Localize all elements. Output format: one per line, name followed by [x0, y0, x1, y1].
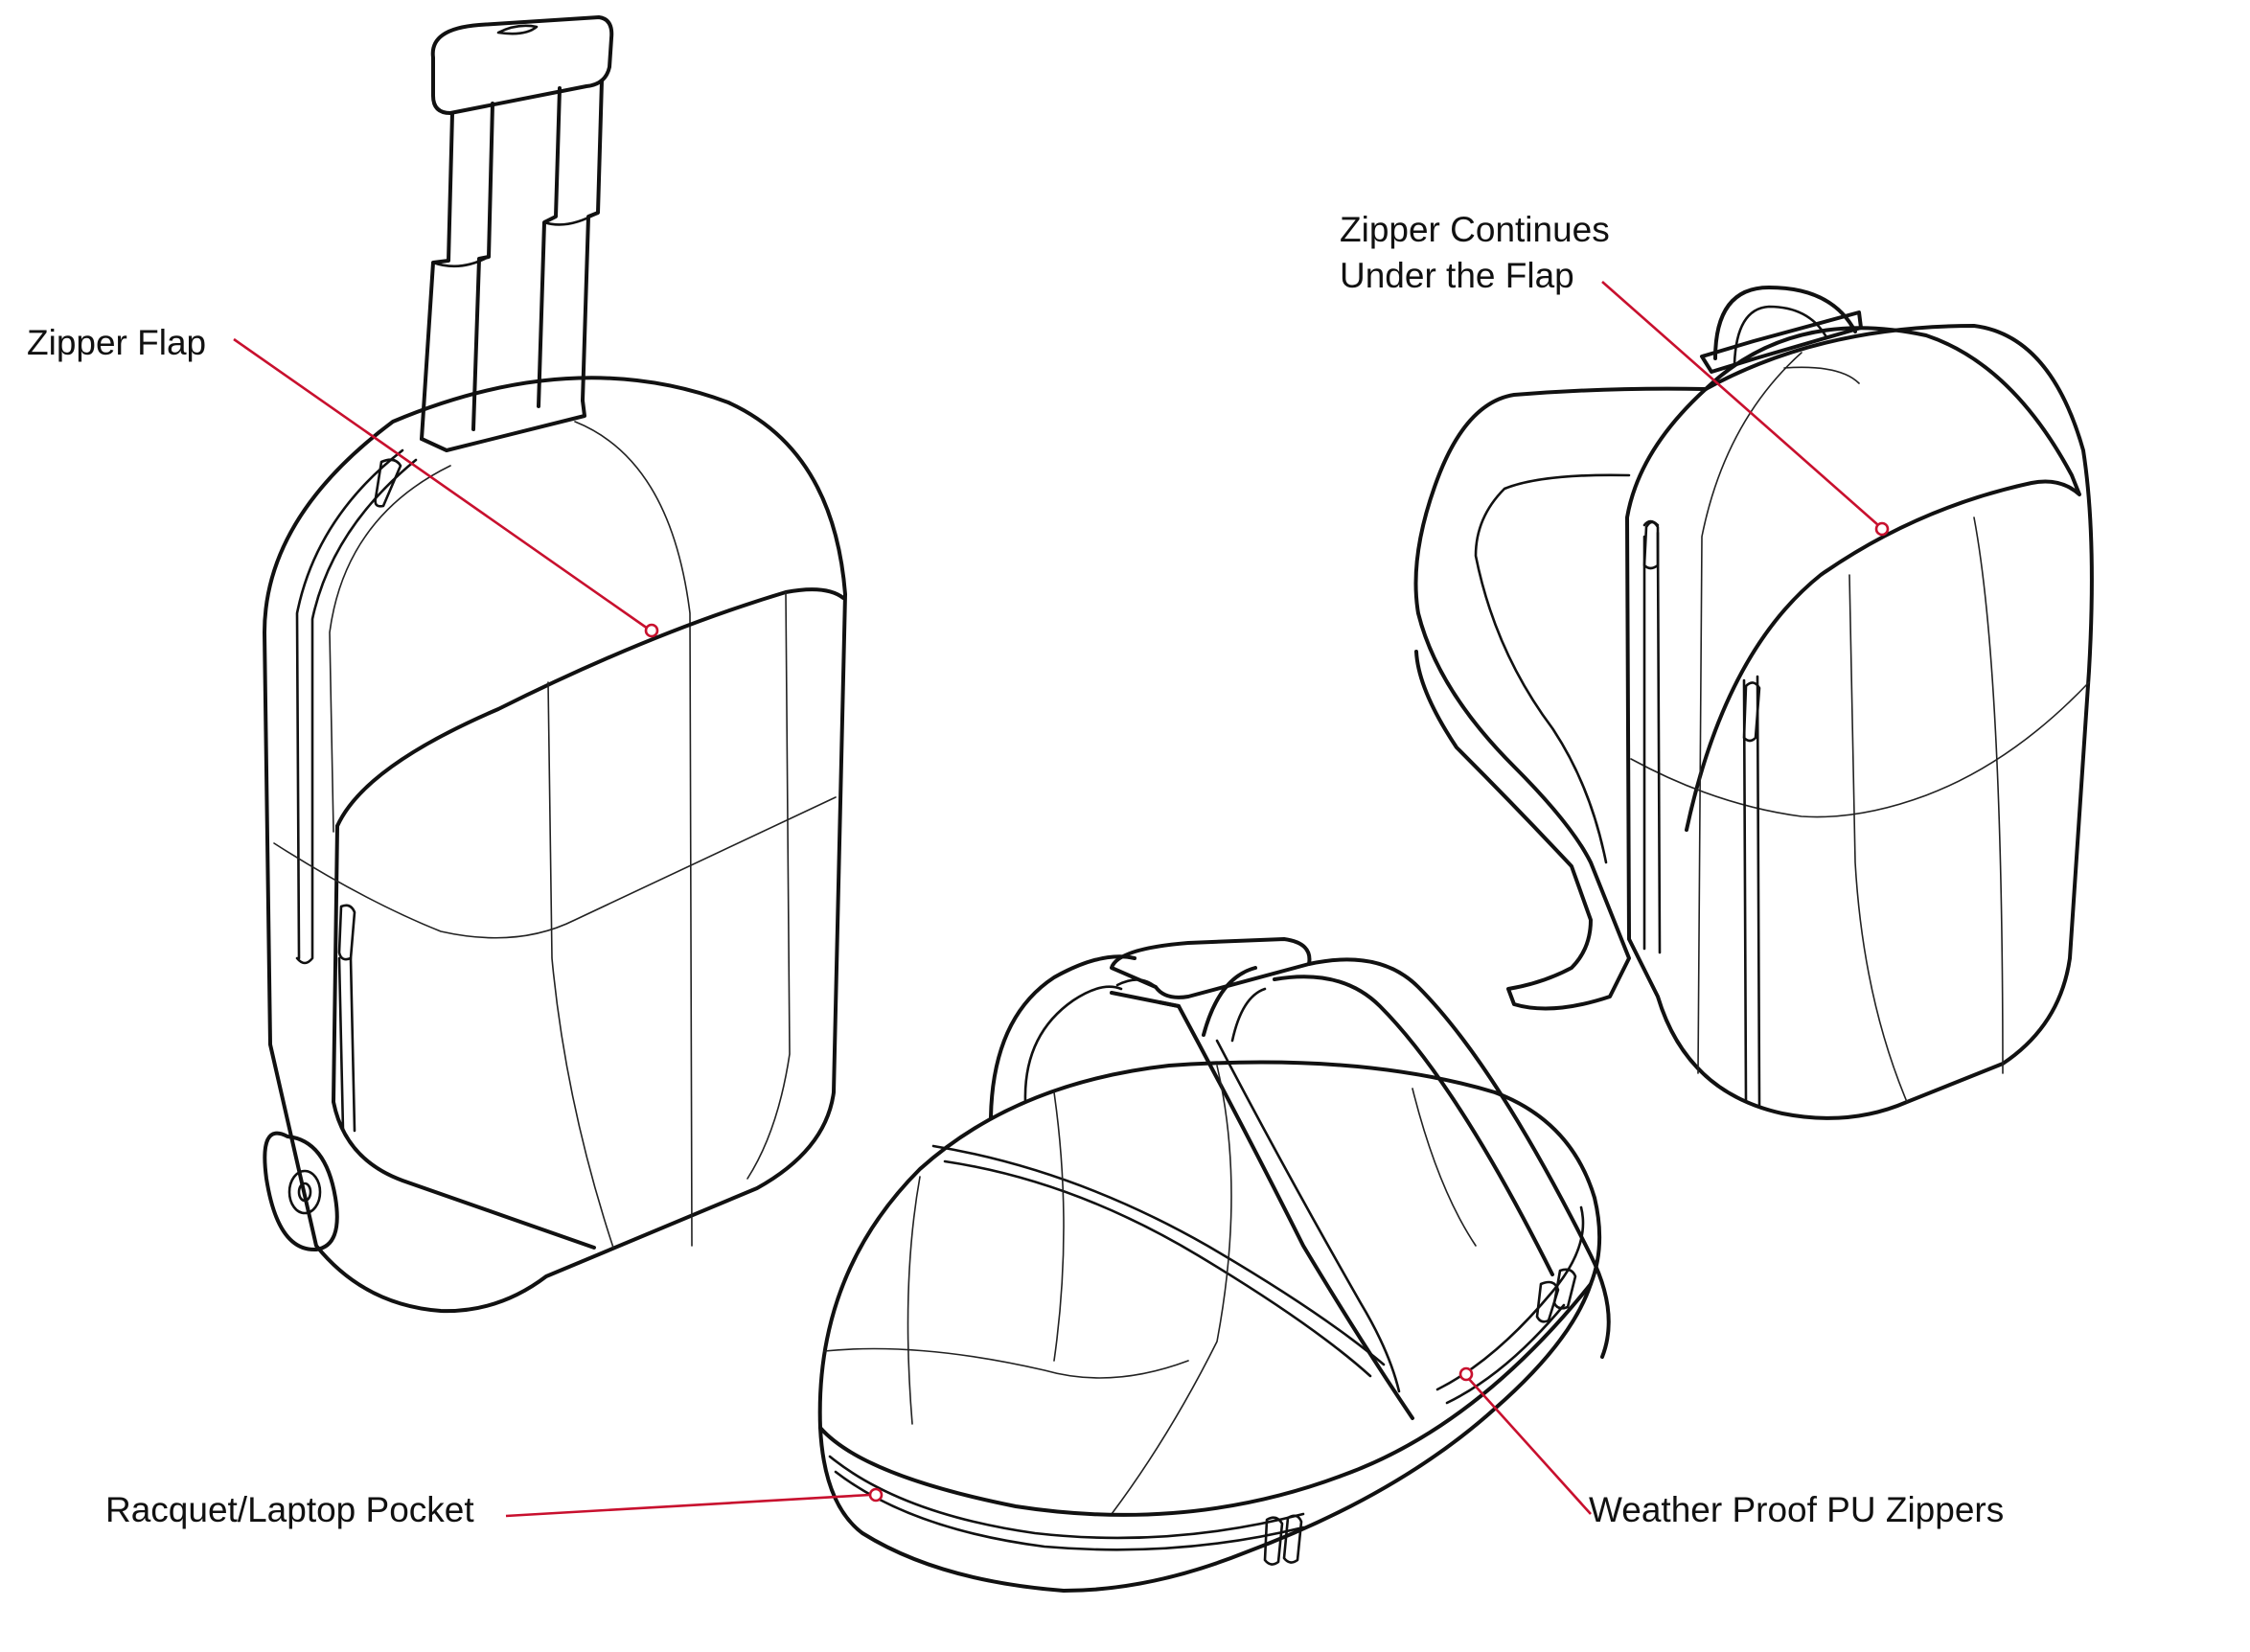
racquet-pocket-leader	[505, 1493, 871, 1518]
duffel-shell	[817, 1060, 1602, 1593]
suitcase-handle	[420, 15, 614, 452]
racquet-pocket-label: Racquet/Laptop Pocket	[105, 1490, 474, 1529]
weather-zippers-leader	[1467, 1377, 1592, 1515]
zipper-continues-marker	[1874, 521, 1890, 537]
duffel-bag-icon	[817, 937, 1611, 1593]
racquet-pocket-marker	[868, 1487, 884, 1503]
callout-racquet-pocket: Racquet/Laptop Pocket	[105, 1487, 884, 1529]
zipper-flap-label: Zipper Flap	[27, 323, 206, 362]
zipper-continues-label-line2: Under the Flap	[1340, 256, 1574, 295]
suitcase-wheel	[263, 1131, 339, 1252]
suitcase-shell	[263, 376, 847, 1314]
zipper-continues-label-line1: Zipper Continues	[1340, 210, 1610, 249]
backpack-icon	[1413, 286, 2094, 1120]
weather-zippers-label: Weather Proof PU Zippers	[1589, 1490, 2004, 1529]
zipper-flap-leader	[233, 337, 649, 631]
suitcase-zipper-flap	[335, 587, 845, 828]
zipper-flap-marker	[644, 623, 659, 638]
callout-zipper-flap: Zipper Flap	[27, 323, 659, 638]
callout-zipper-continues: Zipper Continues Under the Flap	[1340, 210, 1890, 537]
weather-zippers-marker	[1458, 1366, 1474, 1382]
duffel-handle-wrap	[1110, 937, 1312, 999]
callout-weather-zippers: Weather Proof PU Zippers	[1458, 1366, 2004, 1529]
backpack-shell	[1625, 324, 2094, 1120]
suitcase-icon	[263, 15, 847, 1314]
backpack-flap	[1685, 326, 2081, 832]
backpack-shoulder-strap	[1413, 386, 1708, 1011]
zipper-continues-leader	[1601, 281, 1879, 526]
